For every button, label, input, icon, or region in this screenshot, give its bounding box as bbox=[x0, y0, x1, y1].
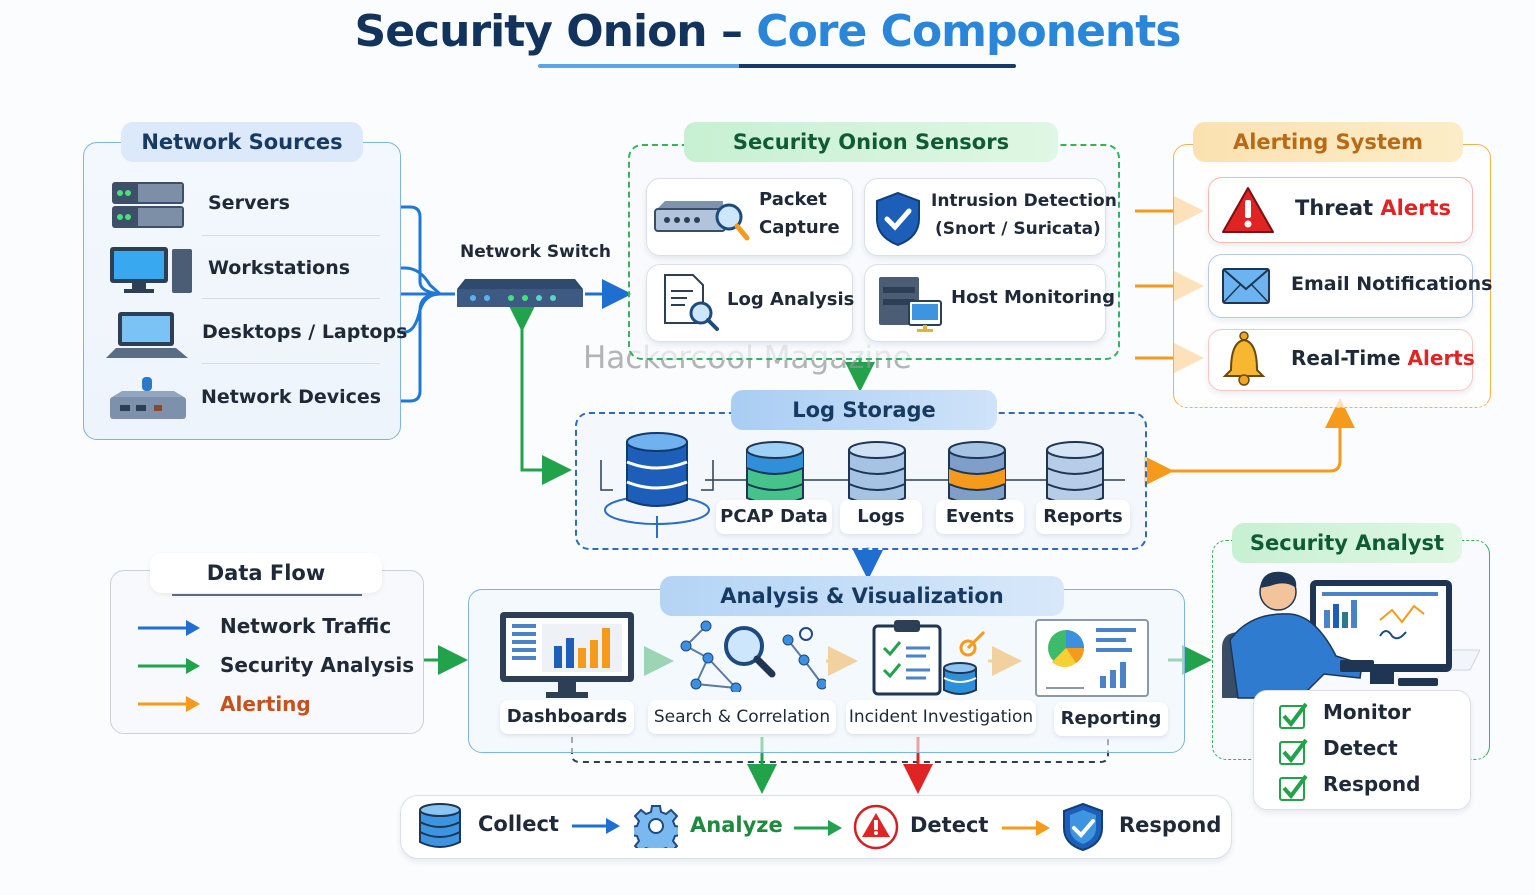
switch-storage-arrow bbox=[507, 302, 572, 485]
divider bbox=[202, 298, 380, 299]
source-label: Workstations bbox=[208, 257, 351, 279]
sensor-log-analysis[interactable]: Log Analysis bbox=[646, 264, 855, 342]
storage-logs[interactable]: Logs bbox=[840, 500, 922, 534]
network-switch-label: Network Switch bbox=[460, 242, 611, 262]
pipeline-analyze: Analyze bbox=[690, 813, 783, 837]
sensor-label: Log Analysis bbox=[727, 289, 855, 310]
network-switch-icon[interactable] bbox=[455, 275, 585, 315]
dashboard-monitor-icon bbox=[500, 612, 634, 698]
database-icon bbox=[419, 803, 461, 848]
analysis-dashboards[interactable]: Dashboards bbox=[500, 700, 634, 734]
storage-reports[interactable]: Reports bbox=[1036, 500, 1130, 534]
task-respond: Respond bbox=[1323, 772, 1421, 796]
title-dash: – bbox=[706, 6, 757, 57]
legend-alerting: Alerting bbox=[220, 692, 311, 716]
shield-check-icon bbox=[1063, 802, 1103, 852]
divider bbox=[202, 235, 380, 236]
envelope-icon bbox=[1222, 268, 1270, 304]
source-label: Desktops / Laptops bbox=[202, 321, 408, 343]
sensors-header: Security Onion Sensors bbox=[684, 122, 1058, 162]
data-flow-header: Data Flow bbox=[150, 553, 382, 593]
pipeline-respond: Respond bbox=[1119, 813, 1222, 837]
storage-events[interactable]: Events bbox=[936, 500, 1024, 534]
alert-label: Email Notifications bbox=[1291, 273, 1493, 295]
divider bbox=[172, 594, 362, 596]
analysis-reporting[interactable]: Reporting bbox=[1054, 702, 1168, 736]
alert-realtime[interactable]: Real-Time Alerts bbox=[1208, 329, 1475, 391]
alert-text: Threat bbox=[1295, 196, 1381, 220]
storage-pcap-data[interactable]: PCAP Data bbox=[716, 500, 832, 534]
reports-database-icon bbox=[1046, 441, 1104, 505]
check-icon bbox=[1279, 774, 1308, 801]
workstation-icon bbox=[110, 247, 192, 293]
sensor-label: Host Monitoring bbox=[951, 287, 1115, 308]
legend-network-traffic: Network Traffic bbox=[220, 614, 392, 638]
storage-alerting-arrow bbox=[1144, 398, 1355, 486]
analysis-incident-investigation[interactable]: Incident Investigation bbox=[846, 700, 1036, 734]
pipeline-collect: Collect bbox=[478, 812, 559, 836]
title-accent: Core Components bbox=[756, 6, 1181, 57]
legend-security-analysis: Security Analysis bbox=[220, 653, 415, 677]
divider bbox=[202, 363, 380, 364]
server-rack-icon bbox=[112, 182, 184, 228]
check-icon bbox=[1279, 738, 1308, 765]
warning-triangle-icon bbox=[1222, 187, 1274, 233]
pipeline-detect: Detect bbox=[910, 813, 989, 837]
gear-icon bbox=[634, 805, 678, 848]
pipeline-arrow-blue bbox=[572, 818, 620, 834]
alert-threat[interactable]: Threat Alerts bbox=[1208, 177, 1473, 243]
source-label: Servers bbox=[208, 192, 290, 214]
source-label: Network Devices bbox=[201, 386, 382, 408]
laptop-icon bbox=[106, 312, 188, 358]
task-detect: Detect bbox=[1323, 736, 1398, 760]
sensor-label: Intrusion Detection bbox=[931, 191, 1117, 211]
alert-circle-icon bbox=[853, 804, 899, 850]
incident-investigation-icon bbox=[872, 620, 986, 696]
legend-arrows bbox=[138, 620, 200, 712]
router-icon bbox=[110, 377, 186, 419]
host-monitor-icon bbox=[879, 277, 942, 332]
alerting-header: Alerting System bbox=[1193, 122, 1463, 162]
shield-check-icon bbox=[876, 191, 920, 247]
analyst-header: Security Analyst bbox=[1232, 523, 1462, 563]
sensor-label: (Snort / Suricata) bbox=[935, 219, 1101, 239]
sensor-packet-capture[interactable]: Packet Capture bbox=[646, 178, 853, 256]
main-database-icon bbox=[600, 432, 714, 538]
page-title: Security Onion – Core Components bbox=[0, 6, 1535, 57]
alert-label: Threat Alerts bbox=[1295, 196, 1451, 220]
alert-email[interactable]: Email Notifications bbox=[1208, 254, 1492, 318]
pipeline-arrow-green bbox=[794, 820, 842, 836]
alert-label: Real-Time Alerts bbox=[1291, 346, 1475, 370]
pcap-database-icon bbox=[746, 441, 804, 505]
alert-highlight: Alerts bbox=[1380, 196, 1451, 220]
reporting-icon bbox=[1035, 619, 1149, 697]
analysis-search-correlation[interactable]: Search & Correlation bbox=[648, 700, 836, 734]
check-icon bbox=[1279, 702, 1308, 729]
sensor-label: Packet bbox=[759, 189, 827, 210]
task-monitor: Monitor bbox=[1323, 700, 1411, 724]
logs-database-icon bbox=[848, 441, 906, 505]
pipeline-arrow-orange bbox=[1002, 820, 1050, 836]
log-search-icon bbox=[664, 274, 719, 331]
sensor-host-monitoring[interactable]: Host Monitoring bbox=[864, 264, 1115, 342]
sensor-label: Capture bbox=[759, 217, 840, 238]
packet-capture-icon bbox=[654, 201, 750, 241]
analysis-header: Analysis & Visualization bbox=[660, 576, 1064, 616]
search-correlation-icon bbox=[680, 620, 826, 692]
checkbox-icons bbox=[1279, 702, 1308, 801]
title-primary: Security Onion bbox=[354, 6, 708, 57]
sensor-intrusion-detection[interactable]: Intrusion Detection (Snort / Suricata) bbox=[864, 178, 1117, 256]
title-underline bbox=[538, 64, 1016, 68]
data-flow-panel bbox=[110, 570, 424, 734]
analyst-illustration bbox=[1222, 571, 1480, 699]
alert-highlight: Alerts bbox=[1407, 346, 1475, 370]
log-storage-header: Log Storage bbox=[731, 390, 997, 430]
network-sources-header: Network Sources bbox=[121, 122, 363, 162]
events-database-icon bbox=[948, 441, 1006, 505]
bell-icon bbox=[1222, 331, 1266, 386]
alert-text: Real-Time bbox=[1291, 346, 1408, 370]
